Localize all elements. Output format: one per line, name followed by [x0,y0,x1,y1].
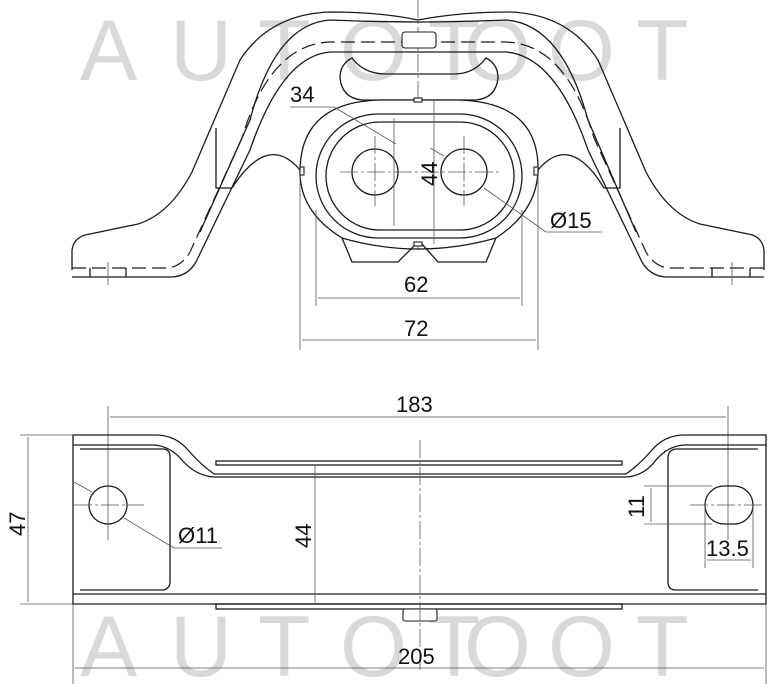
dim-diameter-15: Ø15 [550,208,592,233]
dim-44-front: 44 [417,162,442,186]
watermark-letter: U [170,599,232,684]
bracket-inner-edge [72,51,764,278]
front-view: 34 44 Ø15 62 72 [71,0,765,350]
left-pocket [80,448,171,591]
watermark-bottom: A U T O T O O T [80,599,689,684]
dim-72: 72 [404,316,428,341]
bushing-lower-arc [341,237,497,250]
watermark-letter: O [340,599,407,684]
watermark-top: A U T O T O O T [80,3,689,99]
dim-11: 11 [624,495,649,518]
bushing-ring-2 [325,121,515,231]
dim-13-5: 13.5 [706,536,749,561]
watermark-letter: O [548,599,615,684]
bracket-outer-edge [71,11,765,270]
dim-34: 34 [290,82,314,107]
watermark-letter: O [464,599,531,684]
watermark-letter: T [428,3,481,99]
dim-183: 183 [396,392,433,417]
bracket-mid-edge [199,19,637,233]
watermark-letter: T [258,599,311,684]
hidden-line [72,41,764,269]
watermark-letter: T [258,3,311,99]
bushing-ring-1 [315,113,523,239]
arch-left [231,154,301,189]
right-pocket [667,448,758,591]
upper-slot [339,57,499,101]
watermark-letter: O [548,3,615,99]
arch-right [537,153,605,189]
dim-diameter-11: Ø11 [178,523,218,548]
plate-outline [72,434,767,605]
top-tab [401,31,437,49]
watermark-letter: A [80,599,138,684]
dim-62: 62 [404,272,428,297]
watermark-letter: T [636,3,689,99]
gusset-left [215,128,232,189]
gusset-right [604,128,621,189]
watermark-letter: T [636,599,689,684]
dim-44-top: 44 [291,524,316,548]
watermark-letter: U [170,3,232,99]
dim-47: 47 [5,512,30,536]
watermark-letter: A [80,3,138,99]
dim-205: 205 [398,644,435,669]
watermark-letter: O [340,3,407,99]
watermark-letter: O [464,3,531,99]
top-view: 183 Ø11 11 13.5 [5,392,767,684]
strip-top [215,460,623,466]
